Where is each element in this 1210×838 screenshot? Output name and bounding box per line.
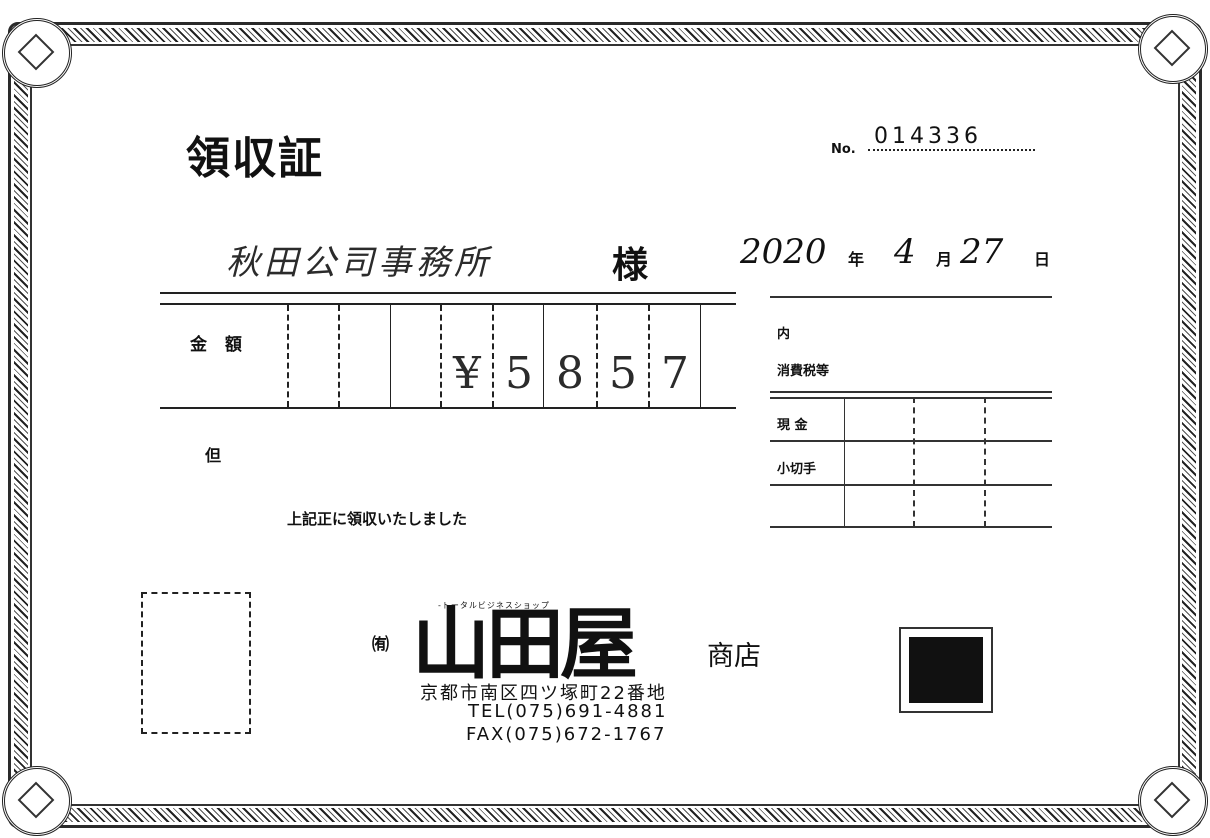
date-year: 2020 <box>740 232 827 272</box>
receipt-number: 014336 <box>868 124 1035 151</box>
digit-divider <box>596 305 598 407</box>
amount-digit: 5 <box>609 348 637 399</box>
company-suffix: 商店 <box>707 641 761 672</box>
breakdown-line <box>770 526 1052 528</box>
tax-label: 消費税等 <box>777 364 830 379</box>
ornate-border-pattern <box>14 28 1196 822</box>
digit-divider <box>492 305 494 407</box>
amount-box-top <box>160 303 736 305</box>
breakdown-inner-label: 内 <box>777 327 791 342</box>
digit-divider <box>700 305 701 407</box>
breakdown-divider <box>844 397 845 527</box>
digit-divider <box>287 305 289 407</box>
date-month: 4 <box>894 232 916 272</box>
breakdown-line <box>770 440 1052 442</box>
amount-digit: ¥ <box>453 348 481 399</box>
digit-divider <box>338 305 340 407</box>
digit-divider <box>648 305 650 407</box>
amount-digit: 7 <box>661 348 689 399</box>
date-day: 27 <box>960 232 1004 272</box>
corner-ornament-icon <box>1138 766 1208 836</box>
corner-ornament-icon <box>1138 14 1208 84</box>
company-phone: TEL(075)691-4881 <box>468 701 668 722</box>
breakdown-line <box>770 397 1052 399</box>
amount-digit: 8 <box>556 348 584 399</box>
receipt-number-label: No. <box>831 142 856 157</box>
breakdown-line <box>770 296 1052 298</box>
breakdown-line <box>770 484 1052 486</box>
honorific: 様 <box>612 245 649 286</box>
check-label: 小切手 <box>777 462 817 477</box>
cash-label: 現 金 <box>777 418 808 433</box>
corner-ornament-icon <box>2 766 72 836</box>
receipt-title: 領収証 <box>186 133 324 184</box>
proviso-label: 但 <box>205 446 222 465</box>
corner-ornament-icon <box>2 18 72 88</box>
revenue-stamp-box <box>141 592 251 734</box>
seal-fill <box>909 637 983 703</box>
amount-digit: 5 <box>505 348 533 399</box>
amount-label: 金 額 <box>190 335 248 355</box>
date-day-unit: 日 <box>1034 250 1051 269</box>
amount-box-bottom <box>160 407 736 409</box>
digit-divider <box>390 305 391 407</box>
company-type-prefix: ㈲ <box>372 635 389 655</box>
digit-divider <box>543 305 544 407</box>
company-seal <box>899 627 993 713</box>
payee-underline <box>160 292 736 294</box>
breakdown-line <box>770 391 1052 393</box>
inner-border <box>30 44 1180 806</box>
company-tagline: -トータルビジネスショップ <box>438 601 550 610</box>
breakdown-divider <box>913 397 915 527</box>
date-month-unit: 月 <box>936 250 953 269</box>
received-statement: 上記正に領収いたしました <box>287 510 468 528</box>
company-fax: FAX(075)672-1767 <box>466 724 667 745</box>
ornate-border <box>8 22 1202 828</box>
company-address: 京都市南区四ツ塚町22番地 <box>420 683 667 704</box>
date-year-unit: 年 <box>848 250 865 269</box>
payee-name: 秋田公司事務所 <box>226 243 492 283</box>
company-logo: 山田屋 <box>412 600 638 690</box>
digit-divider <box>440 305 442 407</box>
breakdown-divider <box>984 397 986 527</box>
